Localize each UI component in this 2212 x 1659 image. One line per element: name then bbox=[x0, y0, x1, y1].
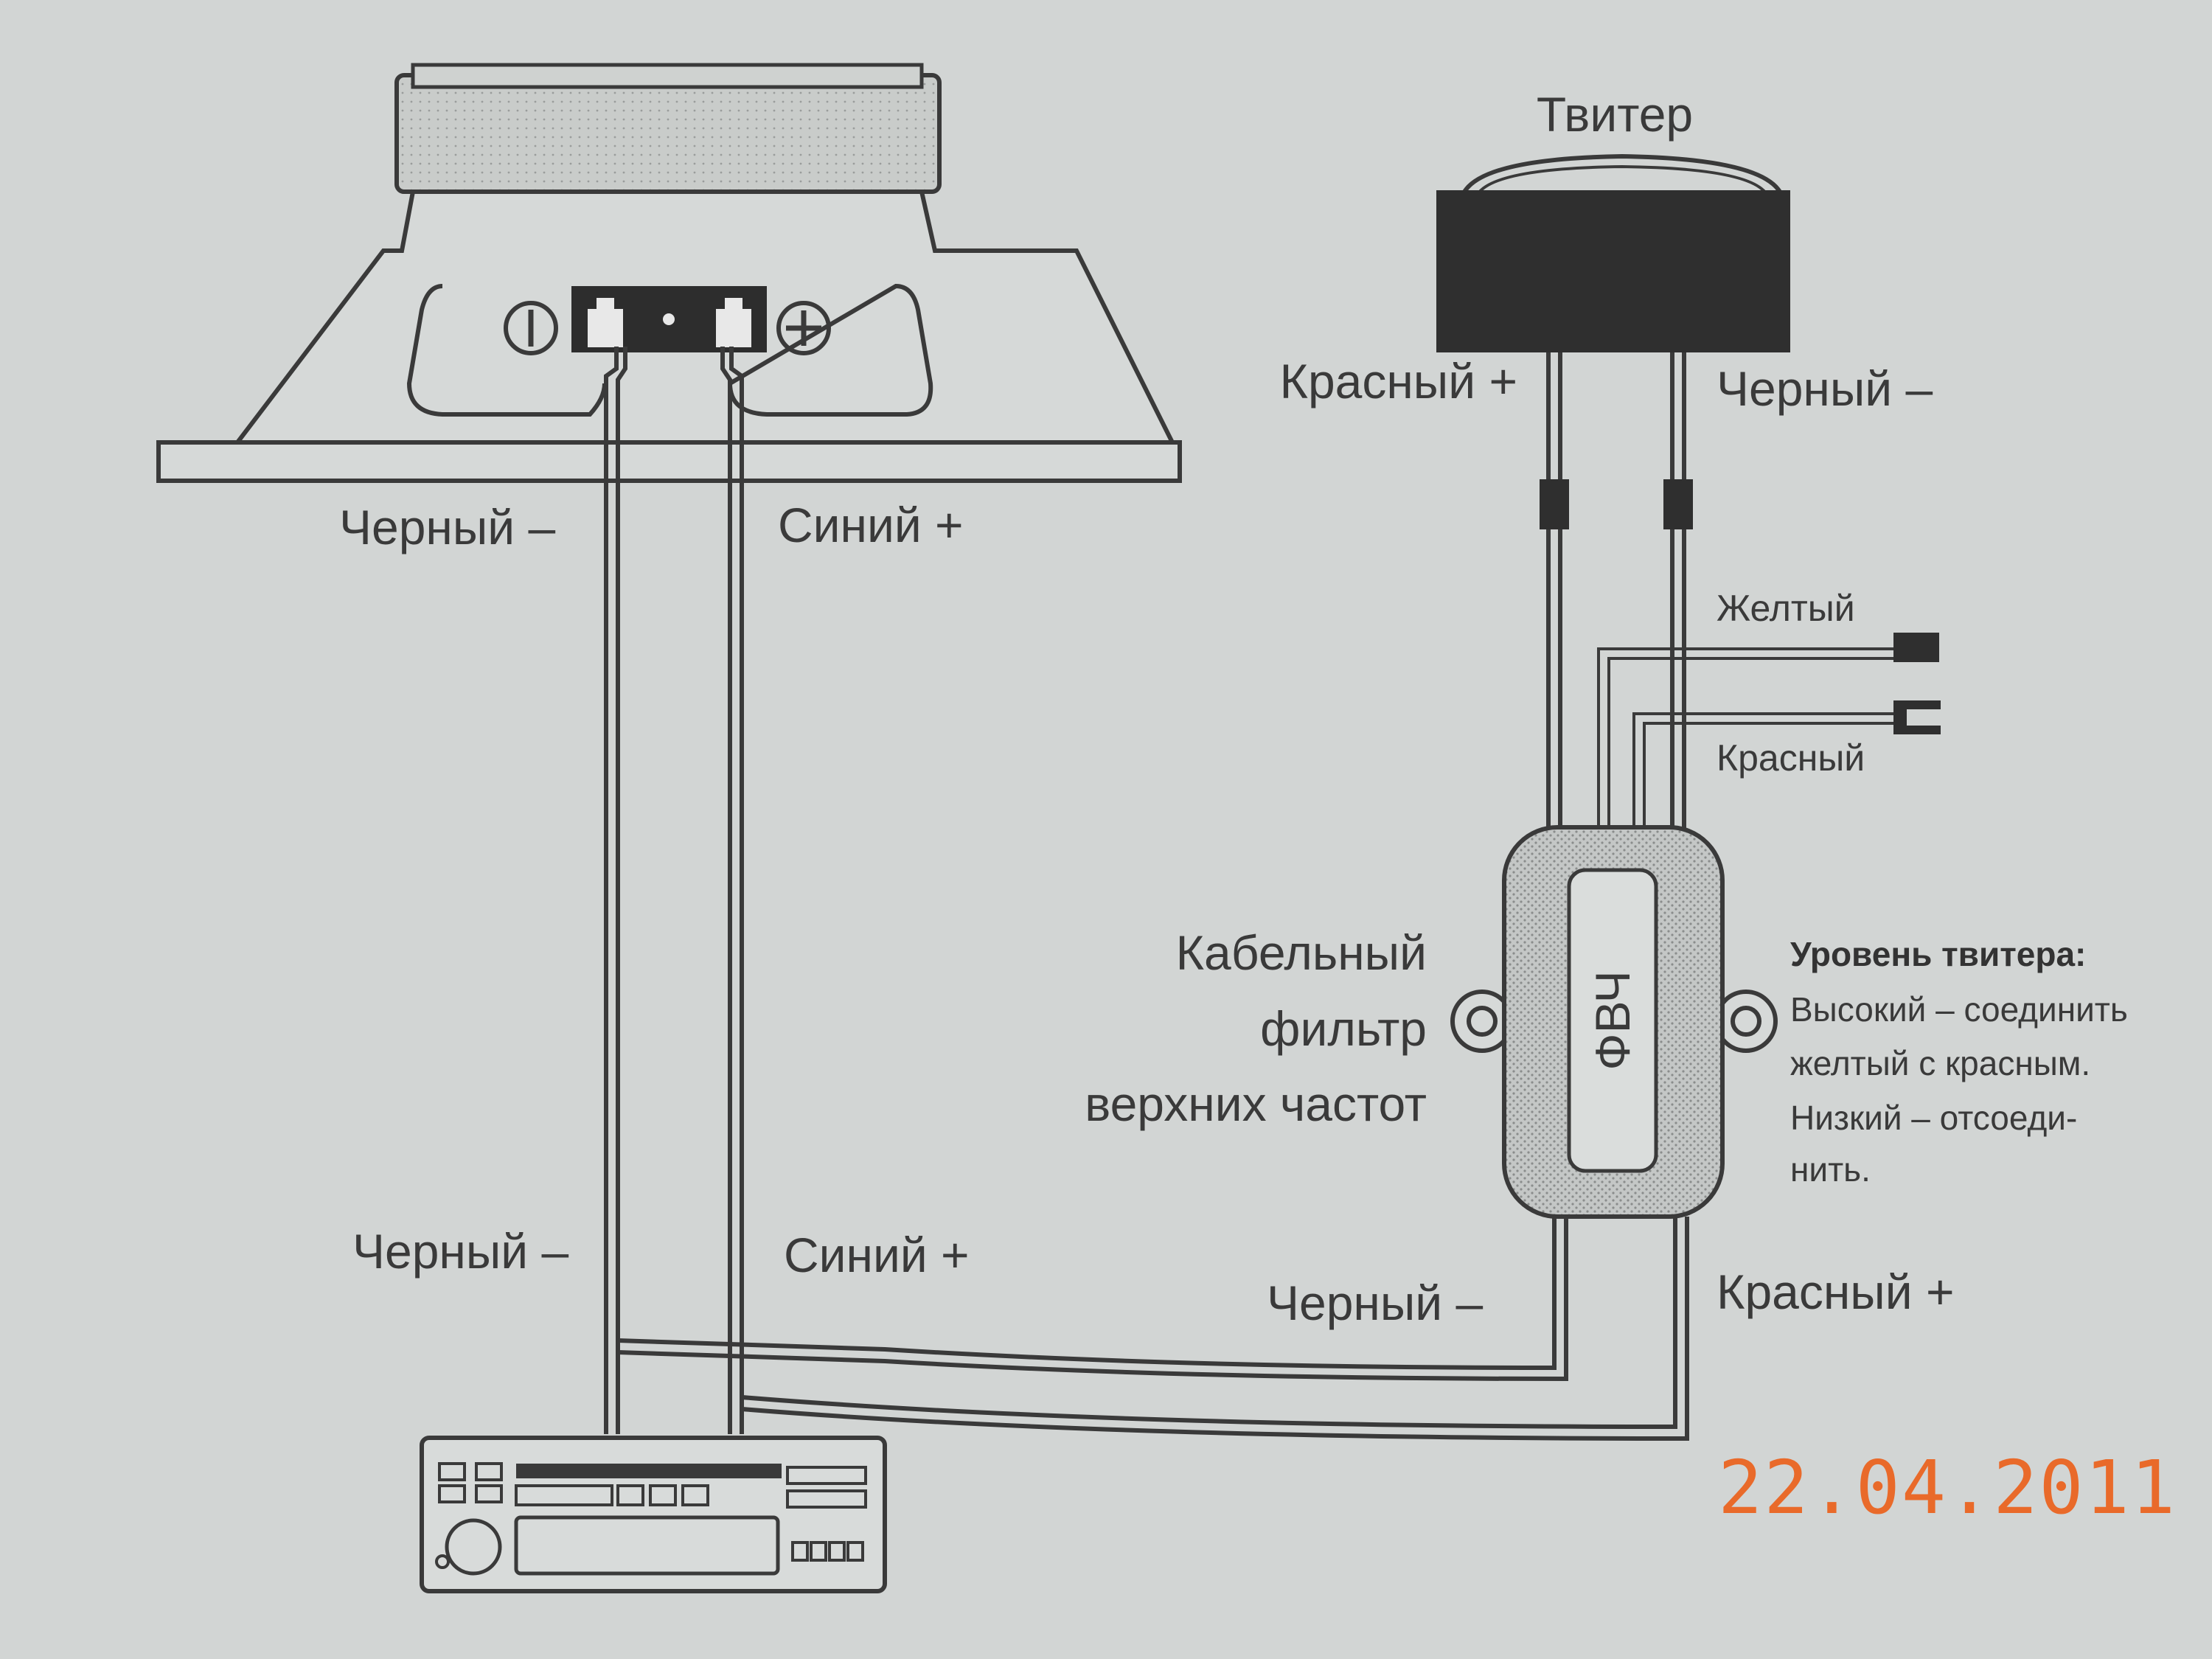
tweeter bbox=[1436, 153, 1790, 352]
red-jumper-socket bbox=[1893, 700, 1941, 734]
woofer-speaker bbox=[156, 63, 1182, 483]
filter-out-left-label: Черный – bbox=[1267, 1276, 1483, 1330]
filter-caption-line-2: фильтр bbox=[1260, 1001, 1427, 1056]
filter-out-right-label: Красный + bbox=[1717, 1265, 1955, 1319]
tweeter-dome bbox=[1461, 153, 1783, 195]
woofer-magnet-cap bbox=[411, 63, 924, 89]
woofer-blue-wire bbox=[729, 347, 744, 1434]
filter-input-cable bbox=[617, 1217, 1689, 1441]
tweeter-wire-right-label: Черный – bbox=[1717, 361, 1933, 416]
woofer-magnet bbox=[394, 73, 942, 194]
yellow-jumper-plug bbox=[1893, 633, 1939, 662]
tweeter-wire-left-label: Красный + bbox=[1280, 354, 1518, 408]
tweeter-body bbox=[1436, 190, 1790, 352]
tweeter-cable bbox=[1540, 352, 1693, 844]
filter-caption-line-3: верхних частот bbox=[1085, 1077, 1427, 1131]
woofer-black-wire bbox=[604, 347, 619, 1434]
woofer-wire-right-top-label: Синий + bbox=[778, 498, 964, 552]
tweeter-connector-left bbox=[1540, 479, 1569, 529]
head-unit bbox=[420, 1436, 887, 1593]
date-stamp: 22.04.2011 bbox=[1718, 1444, 2177, 1531]
filter-label-plate bbox=[1567, 868, 1658, 1173]
tweeter-connector-right bbox=[1663, 479, 1693, 529]
woofer-terminal-recess bbox=[406, 283, 933, 417]
woofer-wire-left-bottom-label: Черный – bbox=[352, 1224, 568, 1279]
red-wire-label: Красный bbox=[1717, 737, 1865, 779]
filter-caption-line-1: Кабельный bbox=[1176, 925, 1427, 980]
woofer-terminal-dot bbox=[663, 313, 675, 325]
woofer-cable bbox=[604, 347, 744, 1434]
woofer-wire-right-bottom-label: Синий + bbox=[784, 1228, 970, 1282]
filter-label: ФВЧ bbox=[1585, 970, 1640, 1070]
tweeter-level-title: Уровень твитера: bbox=[1790, 935, 2086, 973]
plus-polarity-icon bbox=[776, 301, 831, 355]
high-pass-filter: ФВЧ bbox=[1450, 825, 1778, 1219]
tweeter-level-line-1: Высокий – соединить bbox=[1790, 990, 2128, 1029]
minus-polarity-icon bbox=[504, 301, 558, 355]
filter-red-wire bbox=[741, 1217, 1677, 1429]
tweeter-level-line-4: нить. bbox=[1790, 1150, 1871, 1189]
woofer-wire-left-top-label: Черный – bbox=[339, 500, 555, 554]
filter-black-wire bbox=[617, 1217, 1557, 1370]
volume-knob-icon bbox=[445, 1518, 502, 1576]
woofer-terminal-minus bbox=[588, 298, 623, 347]
woofer-flange bbox=[156, 440, 1182, 483]
yellow-wire-label: Желтый bbox=[1717, 588, 1855, 629]
tweeter-level-line-2: желтый с красным. bbox=[1790, 1044, 2090, 1082]
level-jumper bbox=[1597, 633, 1941, 844]
filter-mount-right bbox=[1714, 990, 1778, 1053]
tweeter-level-line-3: Низкий – отсоеди- bbox=[1790, 1099, 2077, 1137]
woofer-terminal-plus bbox=[716, 298, 751, 347]
tweeter-title: Твитер bbox=[1537, 87, 1693, 142]
